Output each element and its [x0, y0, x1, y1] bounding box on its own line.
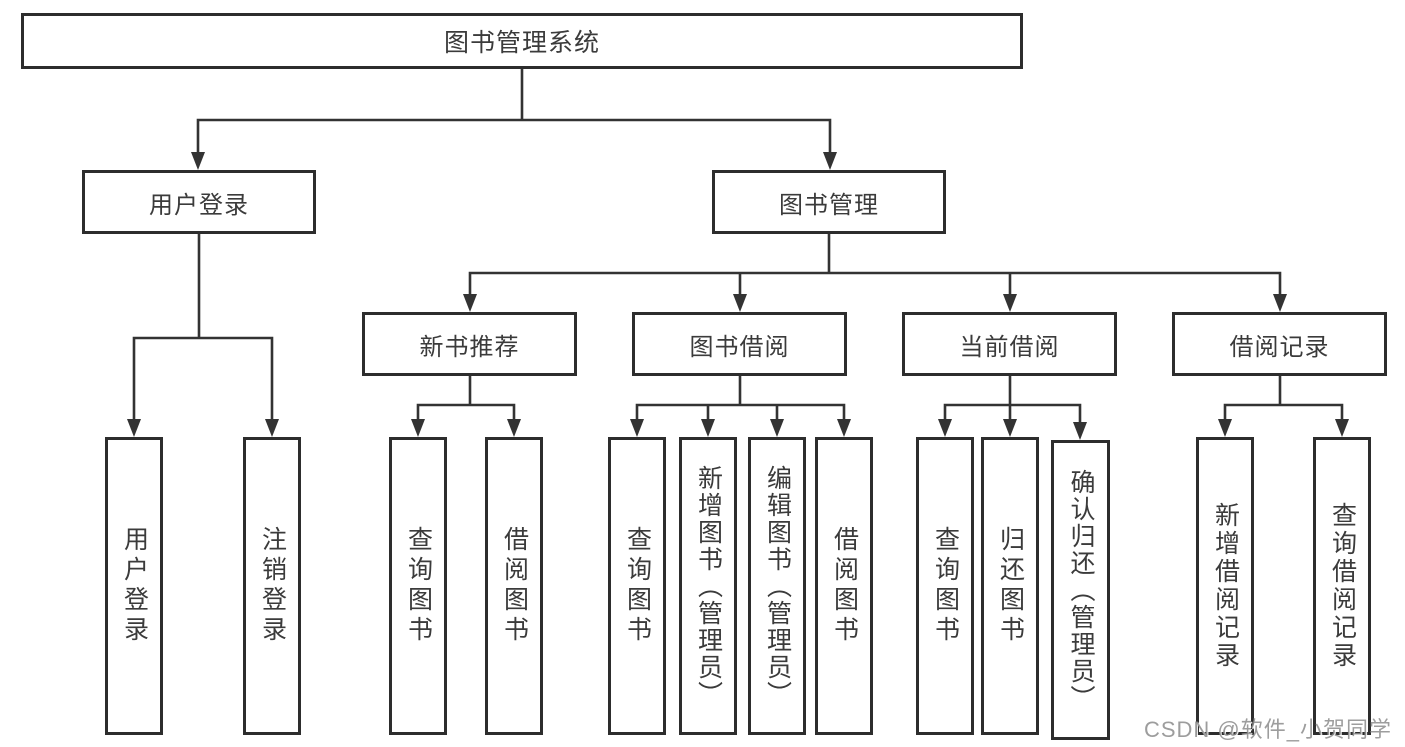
- arrowhead-book-borrow: [733, 294, 747, 312]
- arrowhead-leaf-edit-book: [770, 419, 784, 437]
- connector-new-book-recommend-children: [416, 376, 516, 421]
- arrowhead-leaf-return-books: [1003, 419, 1017, 437]
- leaf-borrow-books-recommend: 借阅图书: [485, 437, 543, 735]
- connector-book-borrow-children: [635, 376, 846, 421]
- node-book-management: 图书管理: [712, 170, 946, 234]
- arrowhead-new-book-recommend: [463, 294, 477, 312]
- leaf-edit-book-admin: 编辑图书（管理员）: [748, 437, 806, 735]
- arrowhead-leaf-query-books-3: [938, 419, 952, 437]
- node-user-login: 用户登录: [82, 170, 316, 234]
- arrowhead-leaf-borrow-books-2: [837, 419, 851, 437]
- arrowhead-borrow-records: [1273, 294, 1287, 312]
- connector-current-borrow-children: [943, 376, 1082, 424]
- arrowhead-leaf-confirm-return: [1073, 422, 1087, 440]
- leaf-add-borrow-record: 新增借阅记录: [1196, 437, 1254, 735]
- node-borrow-records: 借阅记录: [1172, 312, 1387, 376]
- arrowhead-current-borrow: [1003, 294, 1017, 312]
- leaf-confirm-return-admin: 确认归还（管理员）: [1051, 440, 1110, 740]
- connector-user-login-children: [132, 234, 274, 421]
- arrowhead-leaf-add-book: [701, 419, 715, 437]
- leaf-logout: 注销登录: [243, 437, 301, 735]
- leaf-query-books-current: 查询图书: [916, 437, 974, 735]
- leaf-query-borrow-record: 查询借阅记录: [1313, 437, 1371, 735]
- node-new-book-recommend: 新书推荐: [362, 312, 577, 376]
- csdn-watermark: CSDN @软件_小贺同学: [1143, 717, 1392, 742]
- leaf-return-books: 归还图书: [981, 437, 1039, 735]
- leaf-borrow-books: 借阅图书: [815, 437, 873, 735]
- arrowhead-leaf-user-login: [127, 419, 141, 437]
- leaf-user-login: 用户登录: [105, 437, 163, 735]
- leaf-query-books-recommend: 查询图书: [389, 437, 447, 735]
- leaf-query-books-borrow: 查询图书: [608, 437, 666, 735]
- leaf-add-book-admin: 新增图书（管理员）: [679, 437, 737, 735]
- connector-book-management-children: [468, 234, 1282, 296]
- node-book-borrow: 图书借阅: [632, 312, 847, 376]
- arrowhead-leaf-query-borrow-record: [1335, 419, 1349, 437]
- arrowhead-leaf-add-borrow-record: [1218, 419, 1232, 437]
- node-current-borrow: 当前借阅: [902, 312, 1117, 376]
- arrowhead-book-management: [823, 152, 837, 170]
- arrowhead-leaf-query-books-1: [411, 419, 425, 437]
- arrowhead-leaf-logout: [265, 419, 279, 437]
- arrowhead-user-login: [191, 152, 205, 170]
- node-library-management-system: 图书管理系统: [21, 13, 1023, 69]
- arrowhead-leaf-borrow-books-1: [507, 419, 521, 437]
- connector-borrow-records-children: [1223, 376, 1344, 421]
- arrowhead-leaf-query-books-2: [630, 419, 644, 437]
- connector-root-to-level2: [196, 69, 832, 154]
